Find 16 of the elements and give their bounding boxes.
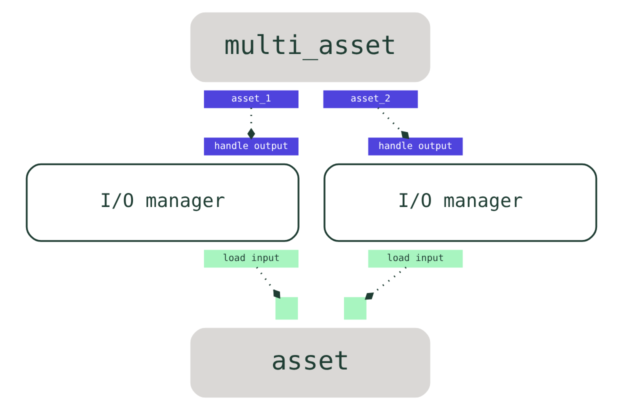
- node-box: handle output: [204, 138, 298, 156]
- connector: [364, 266, 407, 300]
- connector: [377, 107, 410, 140]
- connector: [247, 108, 256, 140]
- node-box: handle output: [368, 138, 463, 156]
- connector: [256, 266, 280, 299]
- node-box: I/O manager: [324, 163, 598, 242]
- node-box: asset_2: [323, 90, 418, 108]
- node-box: asset: [190, 328, 430, 398]
- node-box: multi_asset: [190, 12, 430, 82]
- node-box: load input: [368, 250, 463, 268]
- node-box: load input: [204, 250, 298, 268]
- node-box: [275, 297, 298, 320]
- node-box: asset_1: [204, 90, 298, 108]
- node-box: I/O manager: [26, 163, 300, 242]
- node-box: [344, 297, 366, 320]
